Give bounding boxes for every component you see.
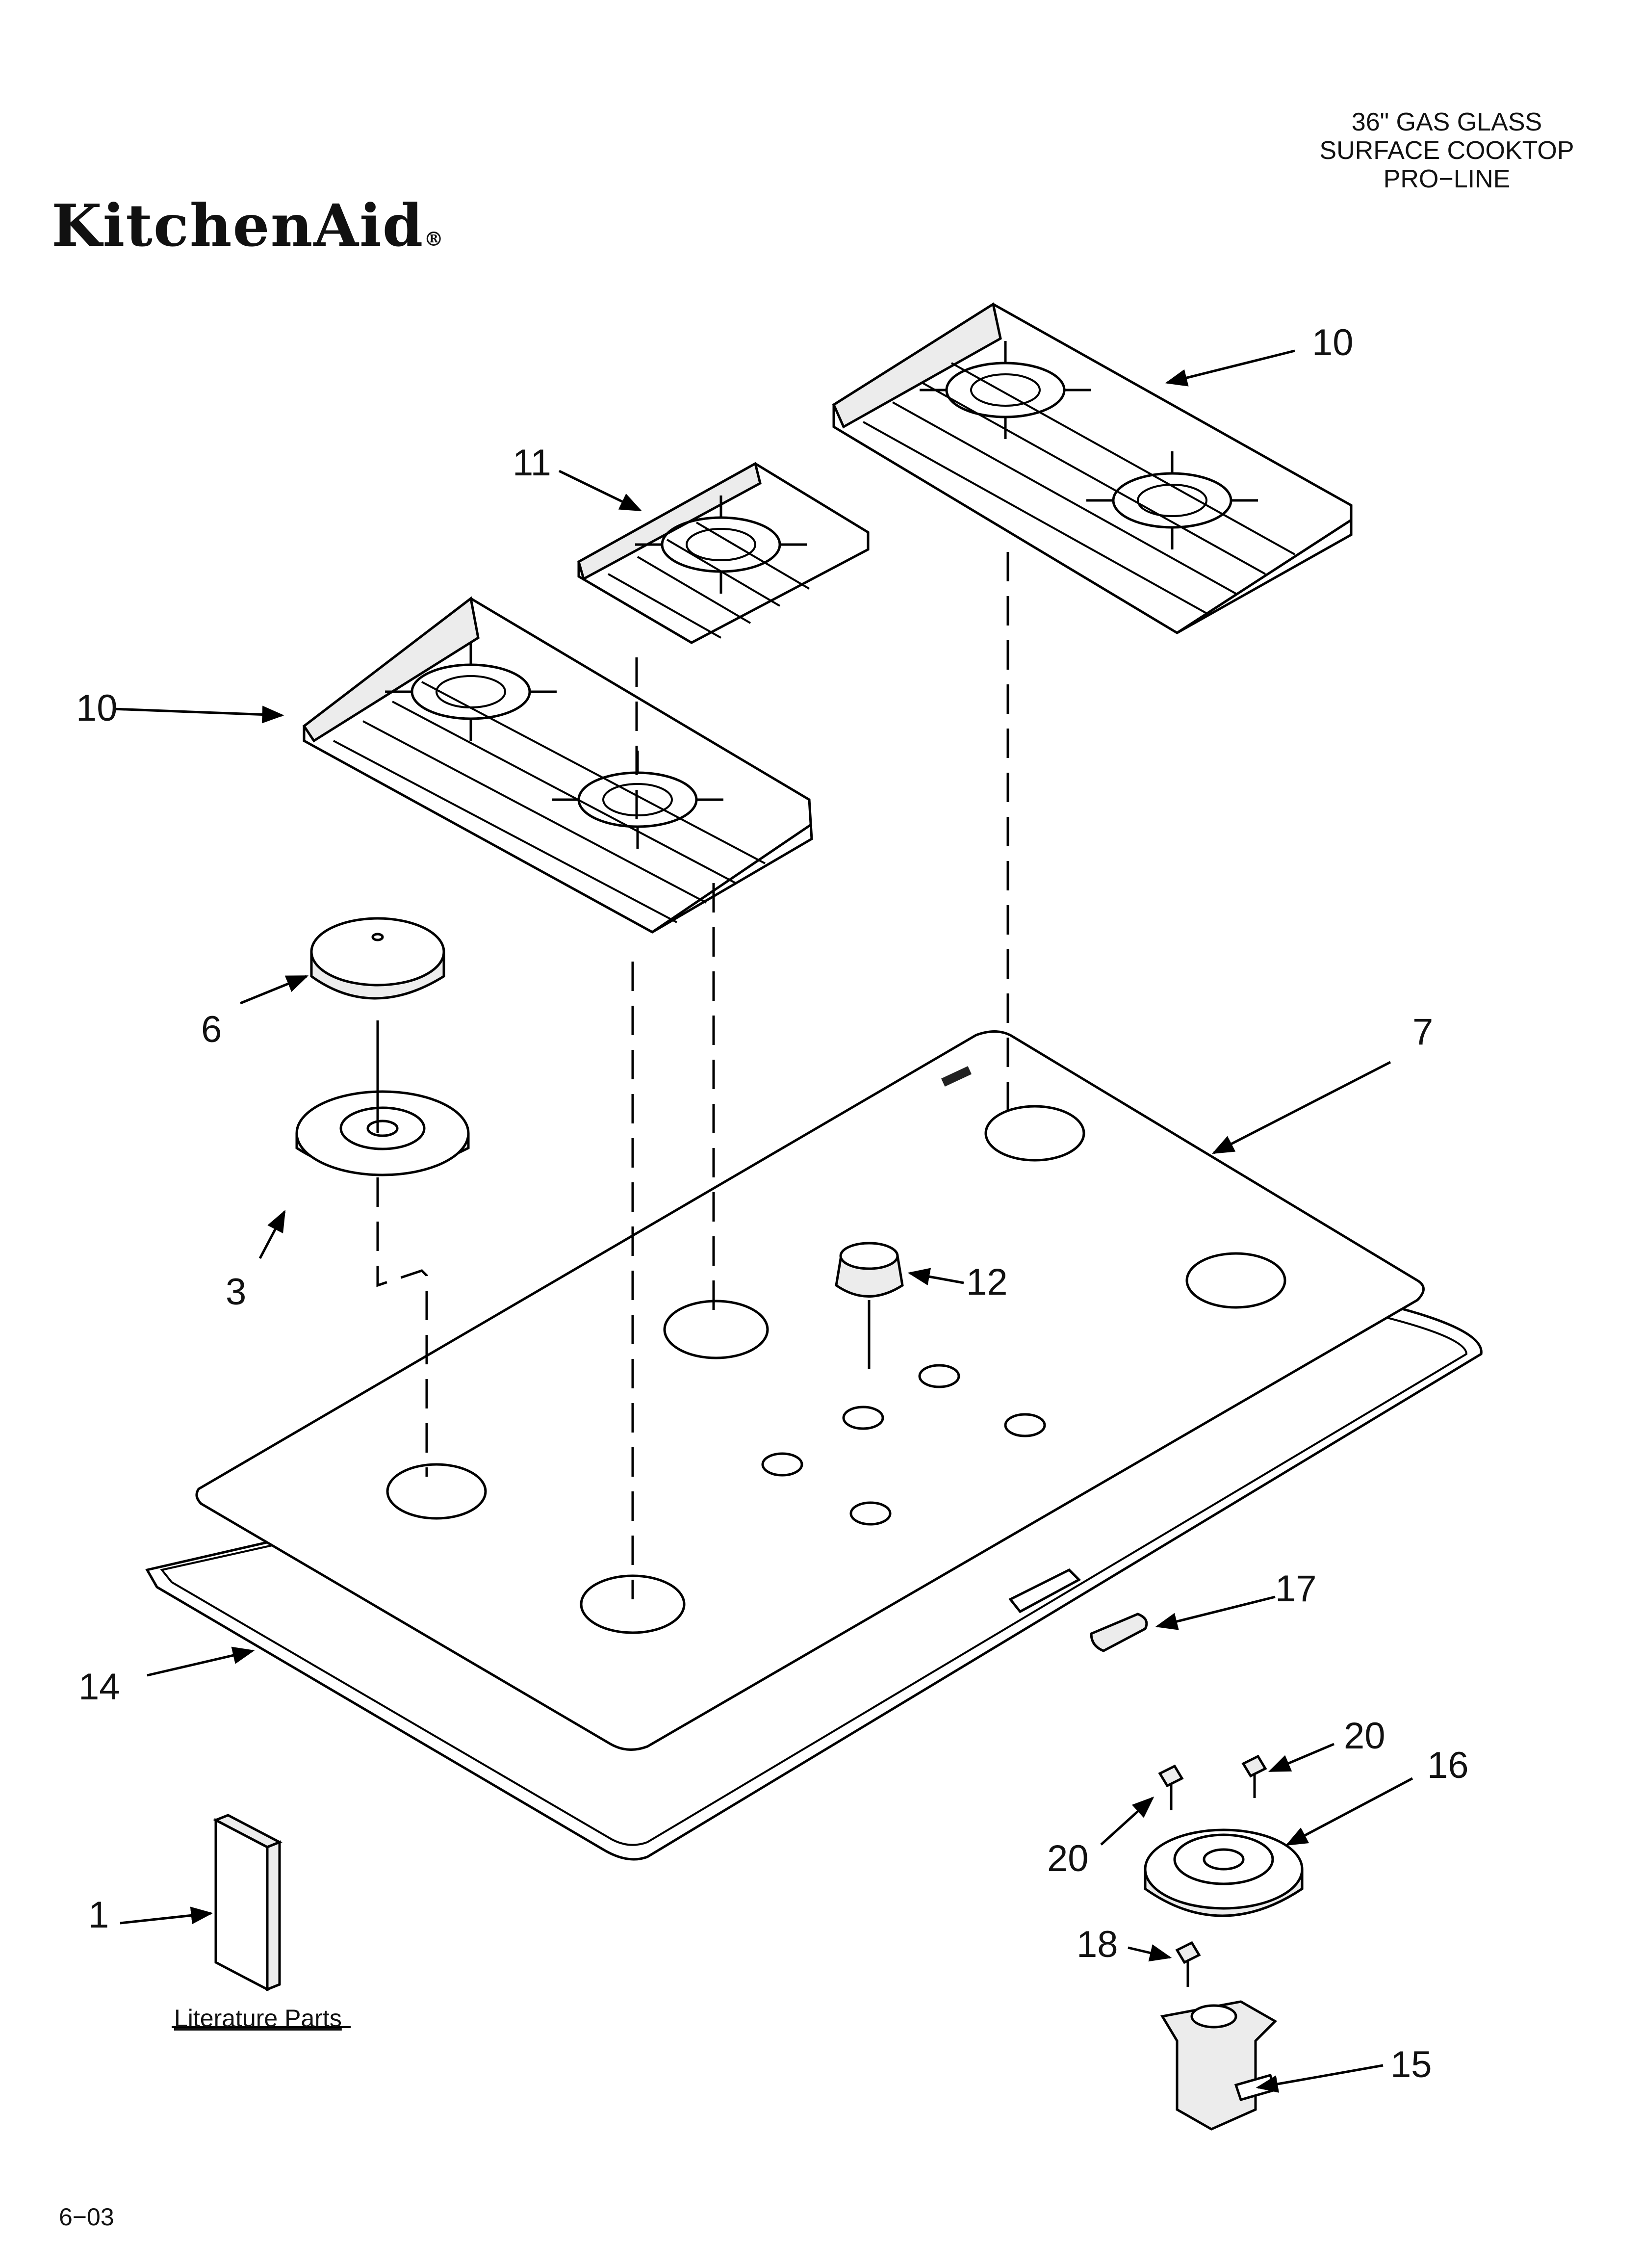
assembly-line bbox=[376, 1177, 428, 1477]
leader-arrow bbox=[1100, 1796, 1155, 1846]
part-label-14: 14 bbox=[78, 1666, 120, 1708]
part-label-18: 18 bbox=[1077, 1924, 1118, 1965]
date-code: 6−03 bbox=[59, 2203, 114, 2231]
part-label-7: 7 bbox=[1412, 1011, 1434, 1053]
part-label-16: 16 bbox=[1427, 1745, 1469, 1786]
part-label-10-right: 10 bbox=[1312, 322, 1354, 364]
burner-hole bbox=[1185, 1252, 1286, 1309]
screw-part-18 bbox=[1175, 1941, 1201, 1987]
leader-arrow bbox=[1165, 349, 1295, 387]
part-label-20-left: 20 bbox=[1047, 1838, 1089, 1879]
knob-hole bbox=[842, 1406, 884, 1430]
kitchenaid-logo: KitchenAid® bbox=[51, 191, 444, 260]
leader-arrow bbox=[1285, 1777, 1413, 1846]
glass-logo-mark bbox=[941, 1066, 972, 1087]
literature-parts-label: Literature Parts bbox=[174, 2005, 342, 2032]
burner-hole bbox=[984, 1105, 1085, 1162]
title-line-2: SURFACE COOKTOP bbox=[1319, 136, 1574, 165]
leader-arrow bbox=[1256, 2064, 1384, 2093]
burner-hole bbox=[386, 1463, 487, 1520]
model-title-block: 36" GAS GLASS SURFACE COOKTOP PRO−LINE bbox=[1256, 108, 1638, 193]
burner-hole bbox=[580, 1574, 686, 1634]
leader-arrow bbox=[147, 1646, 255, 1677]
leader-arrow bbox=[240, 975, 309, 1005]
valve-part-15 bbox=[1160, 2000, 1278, 2131]
grate-part-11 bbox=[577, 462, 870, 644]
knob-hole bbox=[849, 1501, 892, 1526]
part-label-11: 11 bbox=[513, 442, 551, 484]
knob-part-12 bbox=[835, 1242, 904, 1298]
leader-arrow bbox=[558, 469, 642, 512]
registered-mark: ® bbox=[424, 228, 445, 251]
screw-part-20 bbox=[1158, 1764, 1184, 1810]
screw-part-20 bbox=[1241, 1754, 1267, 1798]
burner-cap-part-6 bbox=[310, 917, 445, 1000]
leader-arrow bbox=[1128, 1944, 1172, 1962]
leader-arrow bbox=[120, 1906, 213, 1925]
title-line-1: 36" GAS GLASS bbox=[1351, 108, 1542, 136]
frame-badge-slot bbox=[1008, 1568, 1081, 1614]
leader-arrow bbox=[1155, 1595, 1276, 1630]
part-label-1: 1 bbox=[88, 1894, 109, 1936]
literature-part-1 bbox=[172, 1814, 351, 2028]
burner-hole bbox=[663, 1300, 769, 1359]
part-label-20-right: 20 bbox=[1344, 1715, 1385, 1757]
knob-hole bbox=[761, 1452, 803, 1477]
leader-arrow bbox=[1211, 1061, 1391, 1154]
grate-part-10-right bbox=[832, 302, 1353, 634]
part-label-3: 3 bbox=[226, 1271, 247, 1313]
glass-top-part-7 bbox=[195, 1030, 1425, 1751]
brand-name: KitchenAid bbox=[51, 191, 424, 260]
knob-hole bbox=[918, 1364, 960, 1388]
burner-base-part-3 bbox=[295, 1090, 470, 1176]
knob-hole bbox=[1004, 1413, 1046, 1437]
burner-assembly-part-16 bbox=[1144, 1828, 1304, 1917]
part-label-10-left: 10 bbox=[76, 687, 118, 729]
leader-arrow bbox=[1268, 1743, 1334, 1773]
badge-part-17 bbox=[1090, 1613, 1148, 1652]
leader-arrow bbox=[112, 705, 284, 724]
grate-part-10-left bbox=[302, 596, 813, 934]
part-label-6: 6 bbox=[201, 1009, 222, 1050]
part-label-12: 12 bbox=[966, 1261, 1008, 1303]
leader-arrow bbox=[907, 1268, 964, 1285]
part-label-15: 15 bbox=[1390, 2044, 1432, 2086]
title-line-3: PRO−LINE bbox=[1383, 165, 1511, 193]
leader-arrow bbox=[258, 1210, 286, 1259]
part-label-17: 17 bbox=[1275, 1568, 1317, 1610]
